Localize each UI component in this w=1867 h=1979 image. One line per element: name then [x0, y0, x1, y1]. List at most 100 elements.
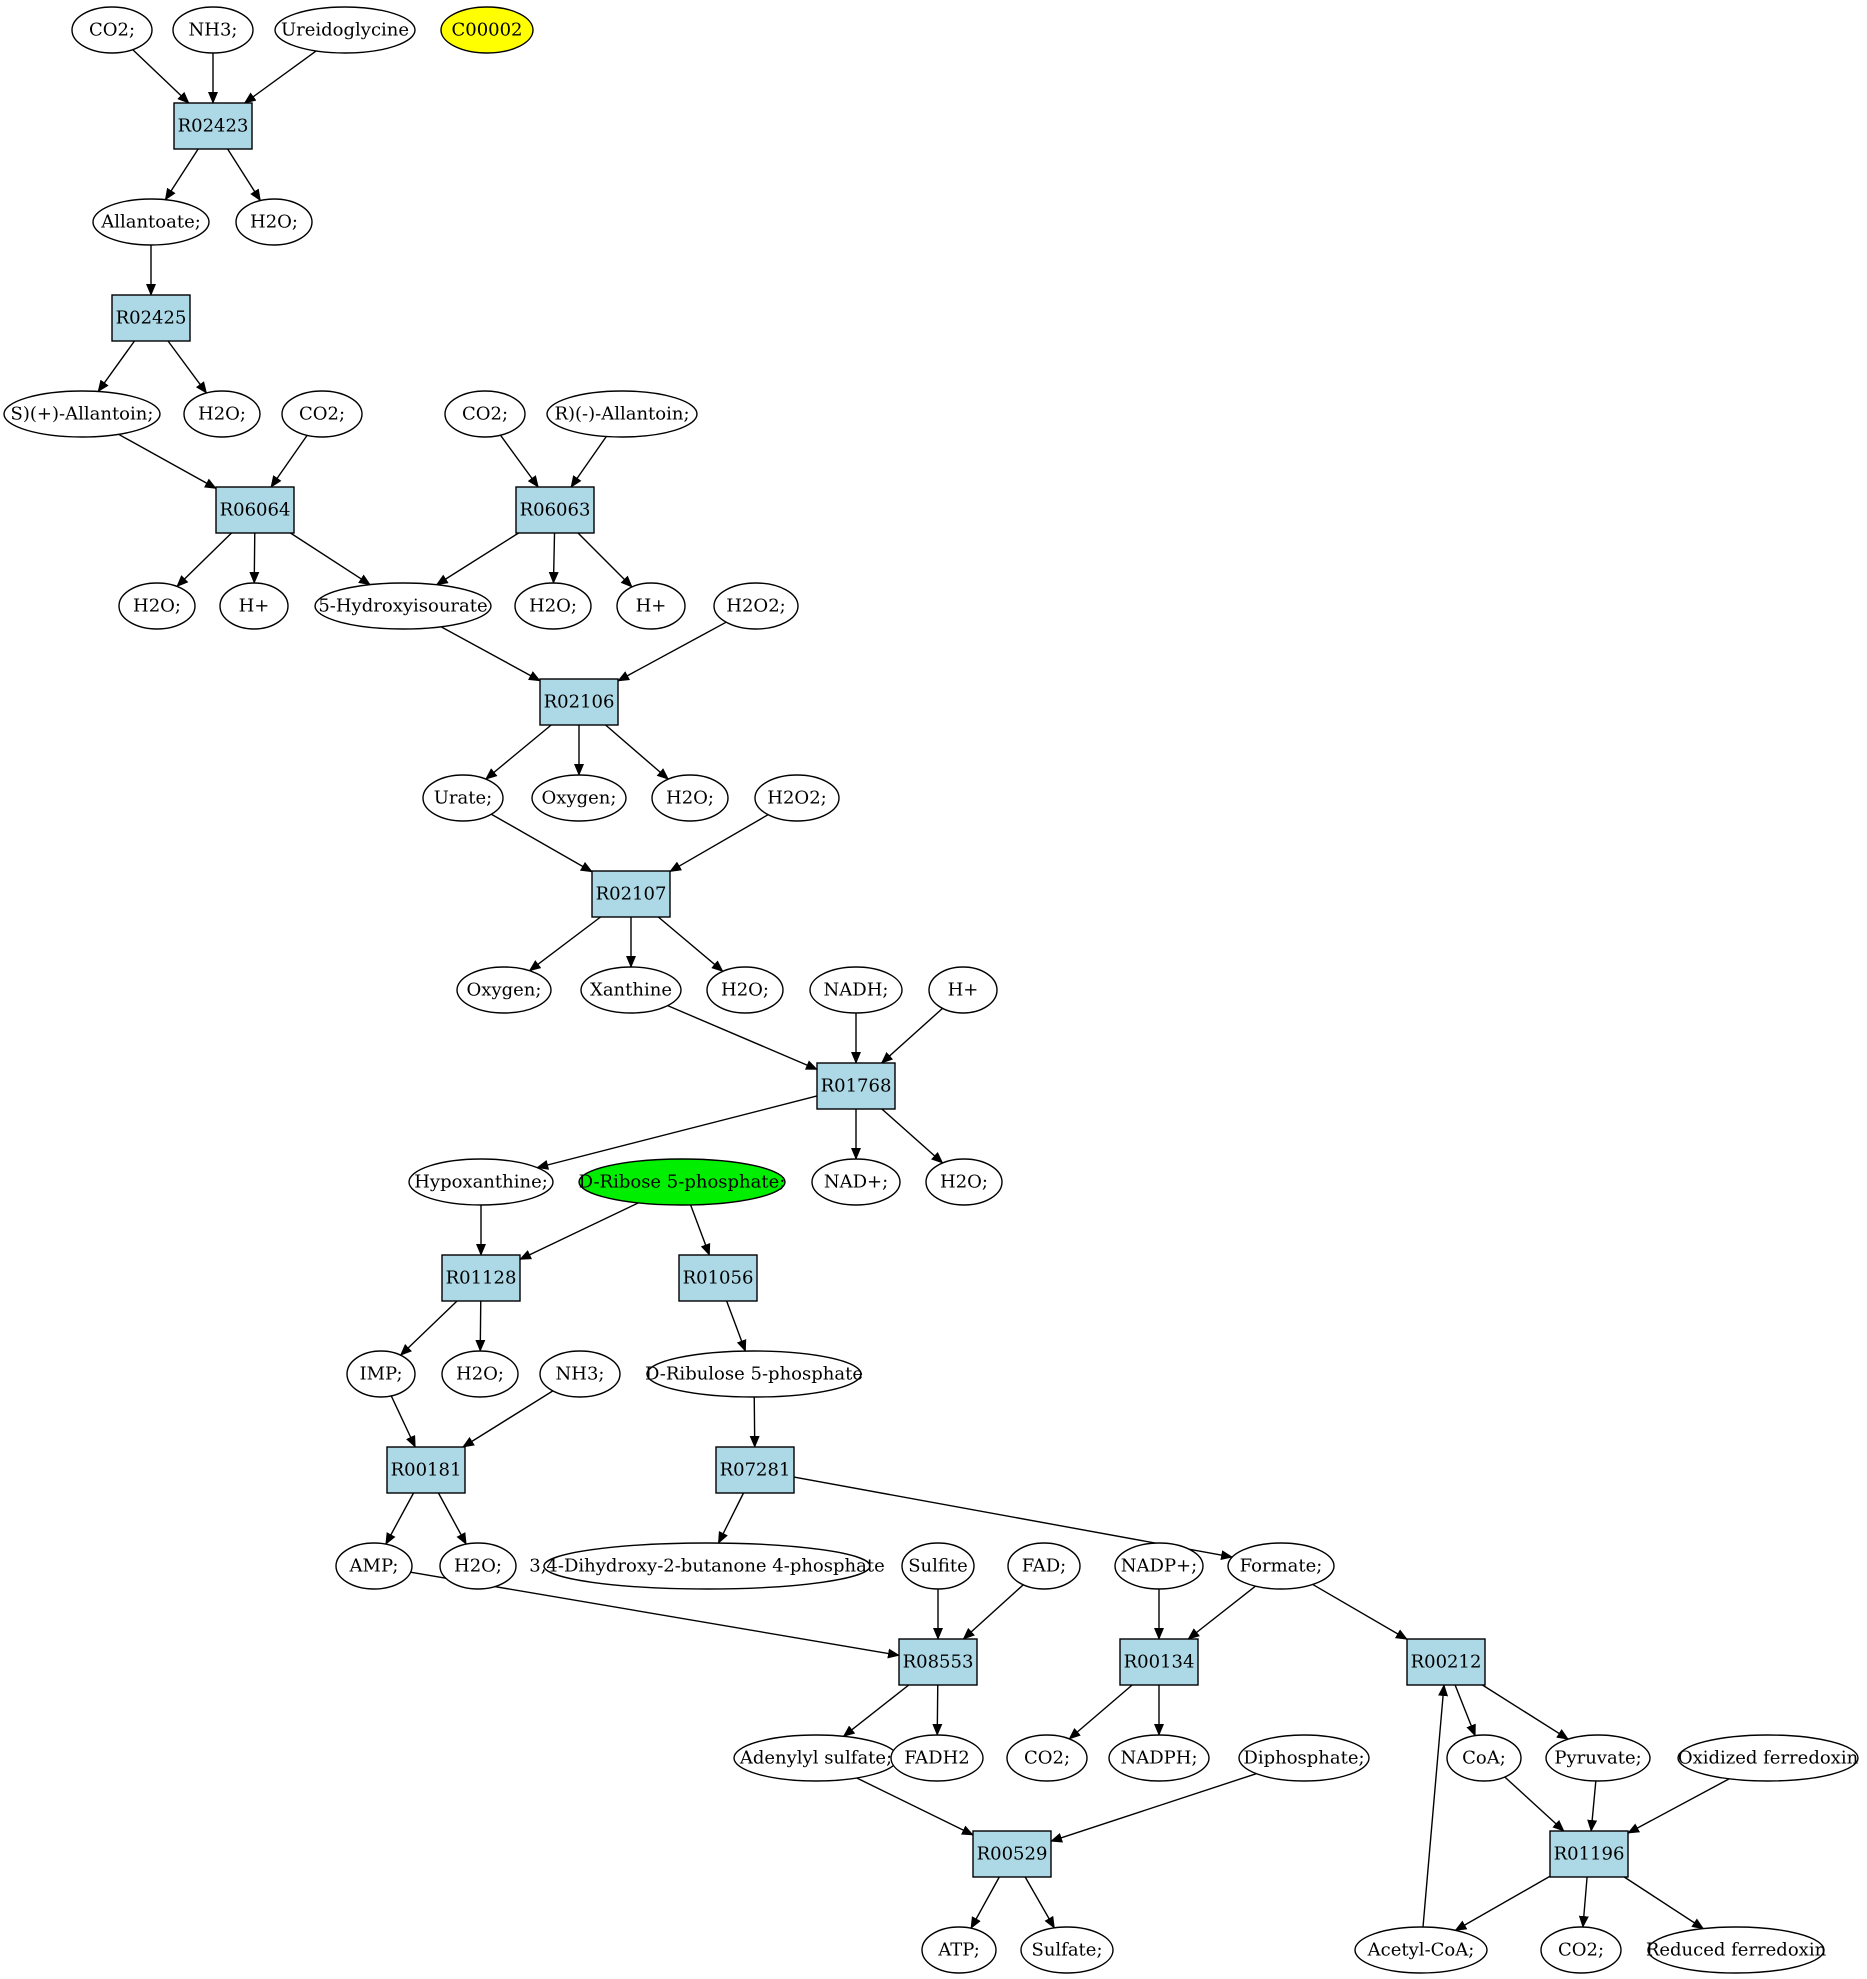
node-label: H2O;: [529, 596, 577, 617]
compound-ellipse: [546, 390, 698, 438]
node-label: NAD+;: [824, 1172, 888, 1193]
compound-node-co2_1: CO2;: [71, 6, 153, 54]
node-label: AMP;: [349, 1556, 399, 1577]
reaction-box: [386, 1446, 466, 1494]
edge-R06064-to-hplus_1: [249, 532, 260, 585]
compound-node-hypoxanthine: Hypoxanthine;: [408, 1158, 554, 1206]
edge-R01056-to-ribulose5p: [725, 1300, 747, 1353]
reaction-node-R01128: R01128: [441, 1254, 521, 1302]
compound-ellipse: [578, 1158, 786, 1206]
edge-R01196-to-co2_5: [1578, 1876, 1589, 1929]
compound-node-co2_3: CO2;: [444, 390, 526, 438]
reaction-node-R00212: R00212: [1406, 1638, 1486, 1686]
compound-ellipse: [183, 390, 261, 438]
compound-ellipse: [928, 966, 998, 1014]
node-label: Oxidized ferredoxin: [1678, 1748, 1859, 1769]
compound-ellipse: [580, 966, 682, 1014]
compound-ellipse: [118, 582, 196, 630]
edge-R02107-to-oxygen_2: [528, 916, 601, 972]
node-label: Allantoate;: [100, 212, 201, 233]
compound-node-urate: Urate;: [422, 774, 504, 822]
edge-R00181-to-h2o_9: [437, 1492, 467, 1546]
compound-ellipse: [172, 6, 254, 54]
node-label: R07281: [720, 1460, 791, 1481]
compound-ellipse: [616, 582, 686, 630]
edge-coa-to-R01196: [1504, 1776, 1565, 1832]
edge-R02423-to-h2o_1: [227, 148, 261, 202]
node-label: NH3;: [556, 1364, 605, 1385]
reaction-box: [678, 1254, 758, 1302]
edge-R06064-to-hydroxyisourate: [290, 532, 371, 586]
compound-node-oxygen_2: Oxygen;: [456, 966, 552, 1014]
node-label: Pyruvate;: [1554, 1748, 1641, 1769]
compound-node-nadph: NADPH;: [1108, 1734, 1210, 1782]
compound-ellipse: [1540, 1926, 1622, 1974]
node-label: Sulfite: [908, 1556, 968, 1577]
compound-node-nadpplus: NADP+;: [1114, 1542, 1204, 1590]
node-label: FAD;: [1022, 1556, 1066, 1577]
edge-diphosphate-to-R00529: [1050, 1772, 1257, 1843]
edge-R07281-to-dihydroxybutanone: [717, 1492, 745, 1544]
compound-ellipse: [3, 390, 161, 438]
compound-ellipse: [408, 1158, 554, 1206]
node-label: R08553: [903, 1652, 974, 1673]
compound-ellipse: [1007, 1542, 1081, 1590]
reaction-box: [816, 1062, 896, 1110]
edge-R06064-to-h2o_3: [176, 532, 233, 588]
node-label: H2O;: [721, 980, 769, 1001]
compound-node-hplus_3: H+: [928, 966, 998, 1014]
edge-R01196-to-red_ferredoxin: [1623, 1876, 1705, 1930]
compound-ellipse: [456, 966, 552, 1014]
compound-node-co2_2: CO2;: [281, 390, 363, 438]
compound-ellipse: [71, 6, 153, 54]
compound-ellipse: [314, 582, 492, 630]
compound-ellipse: [1020, 1926, 1114, 1974]
edge-R06063-to-hydroxyisourate: [435, 532, 519, 586]
compound-node-h2o_1: H2O;: [235, 198, 313, 246]
compound-node-r_allantoin: R)(-)-Allantoin;: [546, 390, 698, 438]
reaction-box: [1406, 1638, 1486, 1686]
reaction-node-R01768: R01768: [816, 1062, 896, 1110]
node-label: R01196: [1554, 1844, 1625, 1865]
reaction-node-R00529: R00529: [972, 1830, 1052, 1878]
compound-ellipse: [1545, 1734, 1651, 1782]
compound-node-fad: FAD;: [1007, 1542, 1081, 1590]
edge-xanthine-to-R01768: [667, 1004, 818, 1071]
node-label: S)(+)-Allantoin;: [11, 404, 154, 425]
reaction-node-R01056: R01056: [678, 1254, 758, 1302]
node-label: ATP;: [937, 1940, 980, 1961]
compound-node-imp: IMP;: [346, 1350, 416, 1398]
compound-node-ox_ferredoxin: Oxidized ferredoxin: [1677, 1734, 1859, 1782]
node-label: R02106: [544, 692, 615, 713]
compound-node-co2_4: CO2;: [1006, 1734, 1088, 1782]
node-label: CoA;: [1462, 1748, 1506, 1769]
compound-node-oxygen_1: Oxygen;: [531, 774, 627, 822]
compound-node-nadh: NADH;: [809, 966, 903, 1014]
compound-ellipse: [1227, 1542, 1335, 1590]
edge-R02107-to-h2o_6: [657, 916, 724, 972]
compound-node-h2o_2: H2O;: [183, 390, 261, 438]
reaction-box: [1119, 1638, 1199, 1686]
edge-R01196-to-acetylcoa: [1454, 1875, 1551, 1931]
compound-ellipse: [335, 1542, 413, 1590]
compound-ellipse: [706, 966, 784, 1014]
compound-node-nadplus: NAD+;: [811, 1158, 901, 1206]
compound-ellipse: [890, 1734, 984, 1782]
reaction-node-R01196: R01196: [1549, 1830, 1629, 1878]
edge-R06063-to-hplus_2: [577, 532, 633, 588]
node-label: R06063: [520, 500, 591, 521]
node-label: Xanthine: [590, 980, 672, 1001]
compound-ellipse: [921, 1926, 997, 1974]
compound-node-h2o2_1: H2O2;: [713, 582, 799, 630]
edge-co2_3-to-R06063: [499, 434, 539, 488]
node-label: Ureidoglycine: [281, 20, 409, 41]
edge-co2_1-to-R02423: [132, 49, 190, 104]
compound-node-coa: CoA;: [1446, 1734, 1522, 1782]
compound-node-acetylcoa: Acetyl-CoA;: [1354, 1926, 1488, 1974]
node-label: H2O2;: [726, 596, 785, 617]
edge-R01128-to-h2o_8: [475, 1300, 486, 1353]
edge-nh3_2-to-R00181: [462, 1390, 554, 1448]
compound-node-dihydroxybutanone: 3,4-Dihydroxy-2-butanone 4-phosphate: [529, 1542, 885, 1590]
node-label: C00002: [451, 20, 522, 41]
